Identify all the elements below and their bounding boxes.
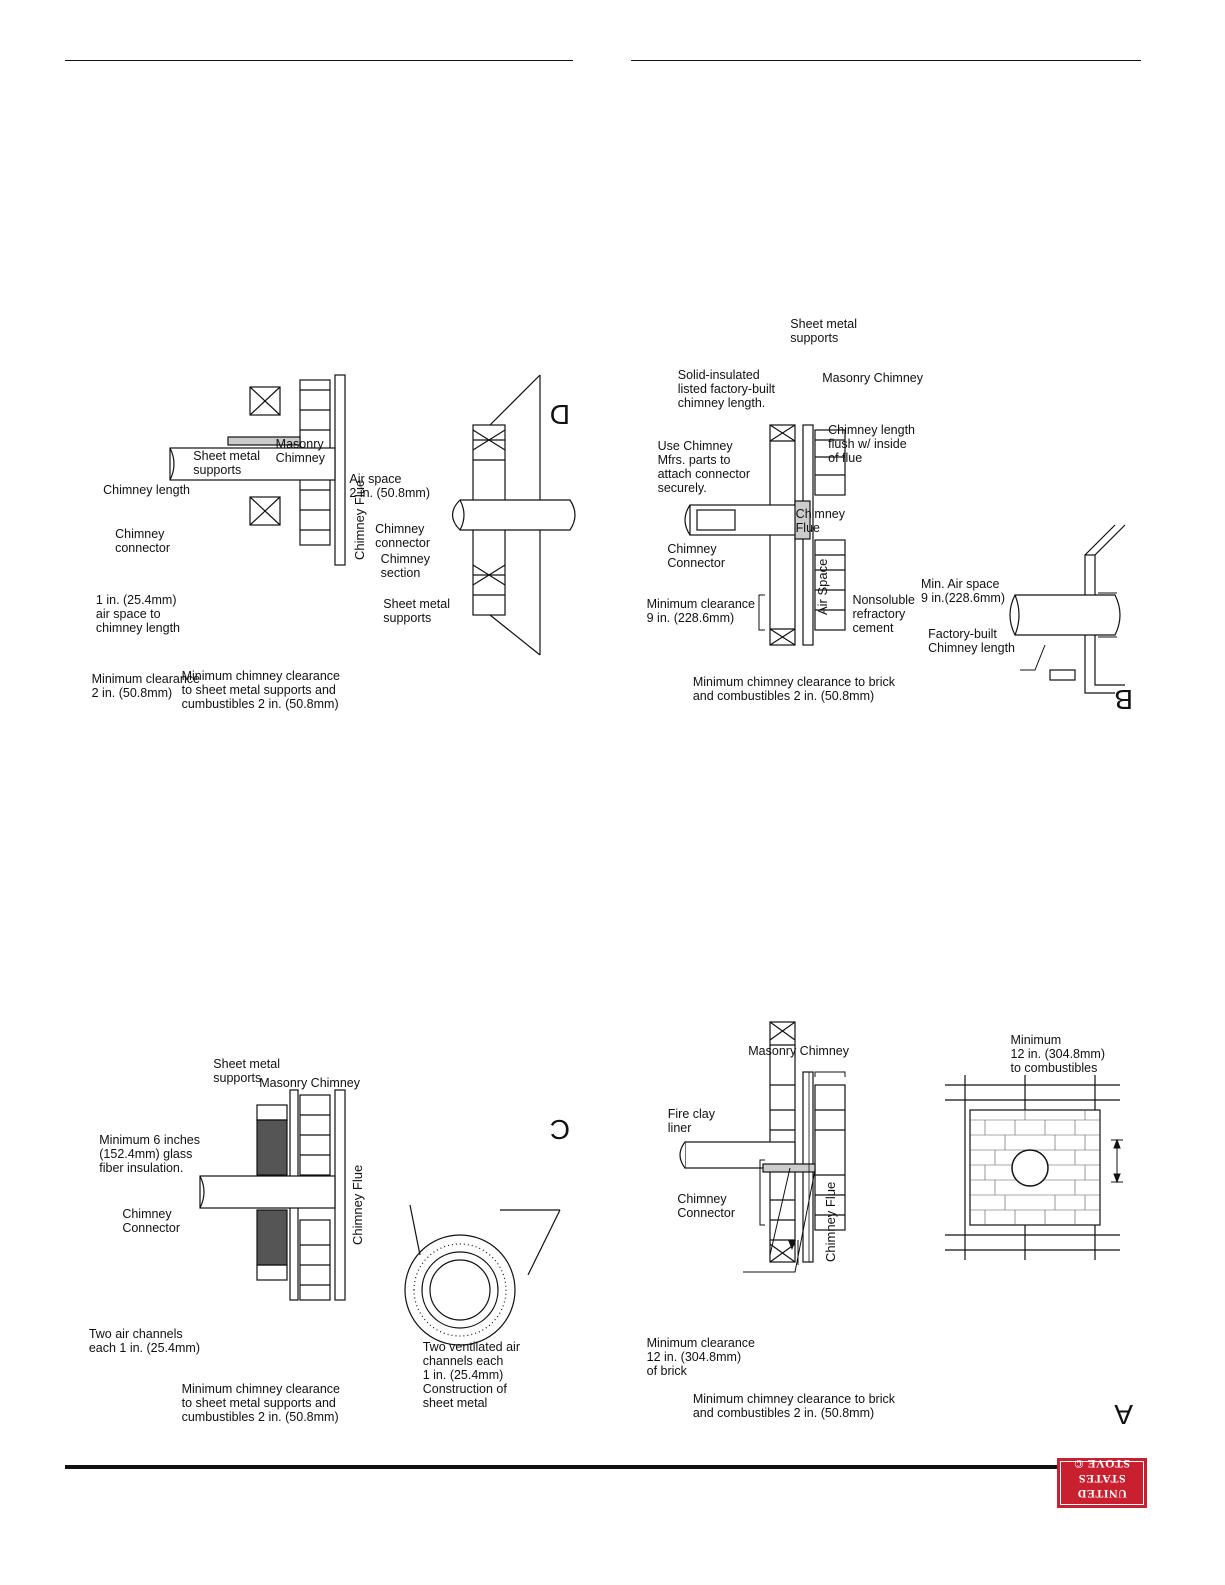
figure-b: B	[647, 295, 1145, 715]
label-c-two-ventilated: Two ventilated air channels each 1 in. (…	[422, 1340, 520, 1410]
label-d-masonry: Masonry Chimney	[275, 437, 325, 465]
bottom-rule-right	[65, 60, 573, 61]
figure-d-drawing	[169, 374, 576, 656]
label-b-connector: Chimney Connector	[667, 542, 725, 570]
figure-d: D	[92, 295, 580, 715]
label-b-nonsoluble: Nonsoluble refractory cement	[852, 593, 915, 635]
label-c-clearance-metal: Minimum chimney clearance to sheet metal…	[181, 1382, 340, 1424]
label-d-sheet-metal: Sheet metal supports	[193, 449, 260, 477]
label-c-masonry: Masonry Chimney	[259, 1076, 360, 1090]
figure-c-drawing	[199, 1089, 561, 1346]
label-b-air-space: Air Space	[815, 558, 830, 615]
label-b-solid-insulated: Solid-insulated listed factory-built chi…	[677, 368, 775, 410]
label-c-flue: Chimney Flue	[350, 1164, 365, 1245]
label-d-connector: Chimney connector	[115, 527, 170, 555]
bottom-rule-left	[631, 60, 1141, 61]
label-a-min-clearance: Minimum clearance 12 in. (304.8mm) of br…	[646, 1336, 755, 1378]
label-b-min-clearance: Minimum clearance 9 in. (228.6mm)	[646, 597, 755, 625]
label-b-clearance-brick: Minimum chimney clearance to brick and c…	[692, 675, 895, 703]
label-b-flue: Chimney Flue	[795, 507, 845, 535]
label-a-connector: Chimney Connector	[677, 1192, 735, 1220]
label-a-masonry: Masonry Chimney	[748, 1044, 849, 1058]
label-c-connector: Chimney Connector	[122, 1207, 180, 1235]
label-a-clearance-brick: Minimum chimney clearance to brick and c…	[692, 1392, 895, 1420]
label-a-fire-clay: Fire clay liner	[667, 1107, 715, 1135]
figure-b-drawing	[684, 424, 1126, 694]
label-b-factory-built: Factory-built Chimney length	[928, 627, 1015, 655]
label-d-air-space-length: 1 in. (25.4mm) air space to chimney leng…	[95, 593, 180, 635]
label-d-air-space-2in: Air space 2 in. (50.8mm)	[349, 472, 430, 500]
label-c-min-6: Minimum 6 inches (152.4mm) glass fiber i…	[99, 1133, 200, 1175]
label-d-chimney-length: Chimney length	[103, 483, 190, 497]
united-states-stove-logo: UNITED STATES STOVE © EST. 1869	[1057, 1449, 1147, 1508]
label-d-sheet-metal-2: Sheet metal supports	[383, 597, 450, 625]
label-b-use-chimney: Use Chimney Mfrs. parts to attach connec…	[657, 439, 750, 495]
logo-line-3: EST. 1869	[1089, 1449, 1115, 1455]
label-b-sheet-metal: Sheet metal supports	[790, 317, 857, 345]
top-rule	[65, 1465, 1143, 1469]
label-a-combustibles: Minimum 12 in. (304.8mm) to combustibles	[1010, 1033, 1105, 1075]
label-b-masonry: Masonry Chimney	[822, 371, 923, 385]
label-a-flue: Chimney Flue	[823, 1181, 838, 1262]
label-d-min-clearance: Minimum clearance 2 in. (50.8mm)	[91, 672, 200, 700]
figure-a: A	[647, 1021, 1145, 1430]
figure-a-drawing	[679, 1021, 1123, 1273]
label-c-two-air: Two air channels each 1 in. (25.4mm)	[88, 1327, 200, 1355]
label-d-clearance-metal: Minimum chimney clearance to sheet metal…	[181, 669, 340, 711]
label-b-flush: Chimney length flush w/ inside of flue	[828, 423, 915, 465]
label-d-connector-2: Chimney connector	[375, 522, 430, 550]
label-d-chimney-section: Chimney section	[380, 552, 430, 580]
figure-c: C	[89, 1030, 580, 1430]
label-b-min-air-space: Min. Air space 9 in.(228.6mm)	[920, 577, 1005, 605]
